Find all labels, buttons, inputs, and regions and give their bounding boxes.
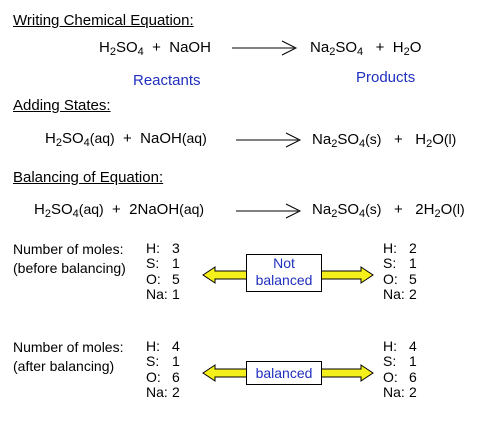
moles-before-reactants: H:3 S:1 O:5 Na:1	[146, 240, 180, 302]
equation-states-products: Na2SO4(s) + H2O(l)	[312, 131, 457, 150]
heading-states: Adding States:	[13, 97, 111, 114]
heading-writing: Writing Chemical Equation:	[13, 12, 194, 29]
moles-after-reactants: H:4 S:1 O:6 Na:2	[146, 338, 180, 400]
moles-before-products: H:2 S:1 O:5 Na:2	[383, 240, 417, 302]
heading-balancing: Balancing of Equation:	[13, 169, 164, 186]
equation-states: H2SO4(aq) + NaOH(aq)	[45, 130, 207, 149]
moles-after-title: Number of moles: (after balancing)	[13, 339, 124, 374]
status-not-balanced: Not balanced	[246, 254, 322, 292]
products-label: Products	[356, 69, 416, 86]
equation-writing: H2SO4 + NaOH	[99, 39, 211, 58]
equation-balanced-products: Na2SO4(s) + 2H2O(l)	[312, 201, 465, 220]
equation-balanced: H2SO4(aq) + 2NaOH(aq)	[34, 201, 205, 220]
reaction-arrow-2	[236, 132, 302, 148]
reaction-arrow-1	[232, 40, 298, 56]
moles-after-products: H:4 S:1 O:6 Na:2	[383, 338, 417, 400]
reactants-label: Reactants	[133, 72, 201, 89]
moles-before-title: Number of moles: (before balancing)	[13, 241, 126, 276]
reaction-arrow-3	[236, 203, 302, 219]
equation-writing-products: Na2SO4 + H2O	[310, 39, 422, 58]
status-balanced: balanced	[246, 361, 322, 385]
